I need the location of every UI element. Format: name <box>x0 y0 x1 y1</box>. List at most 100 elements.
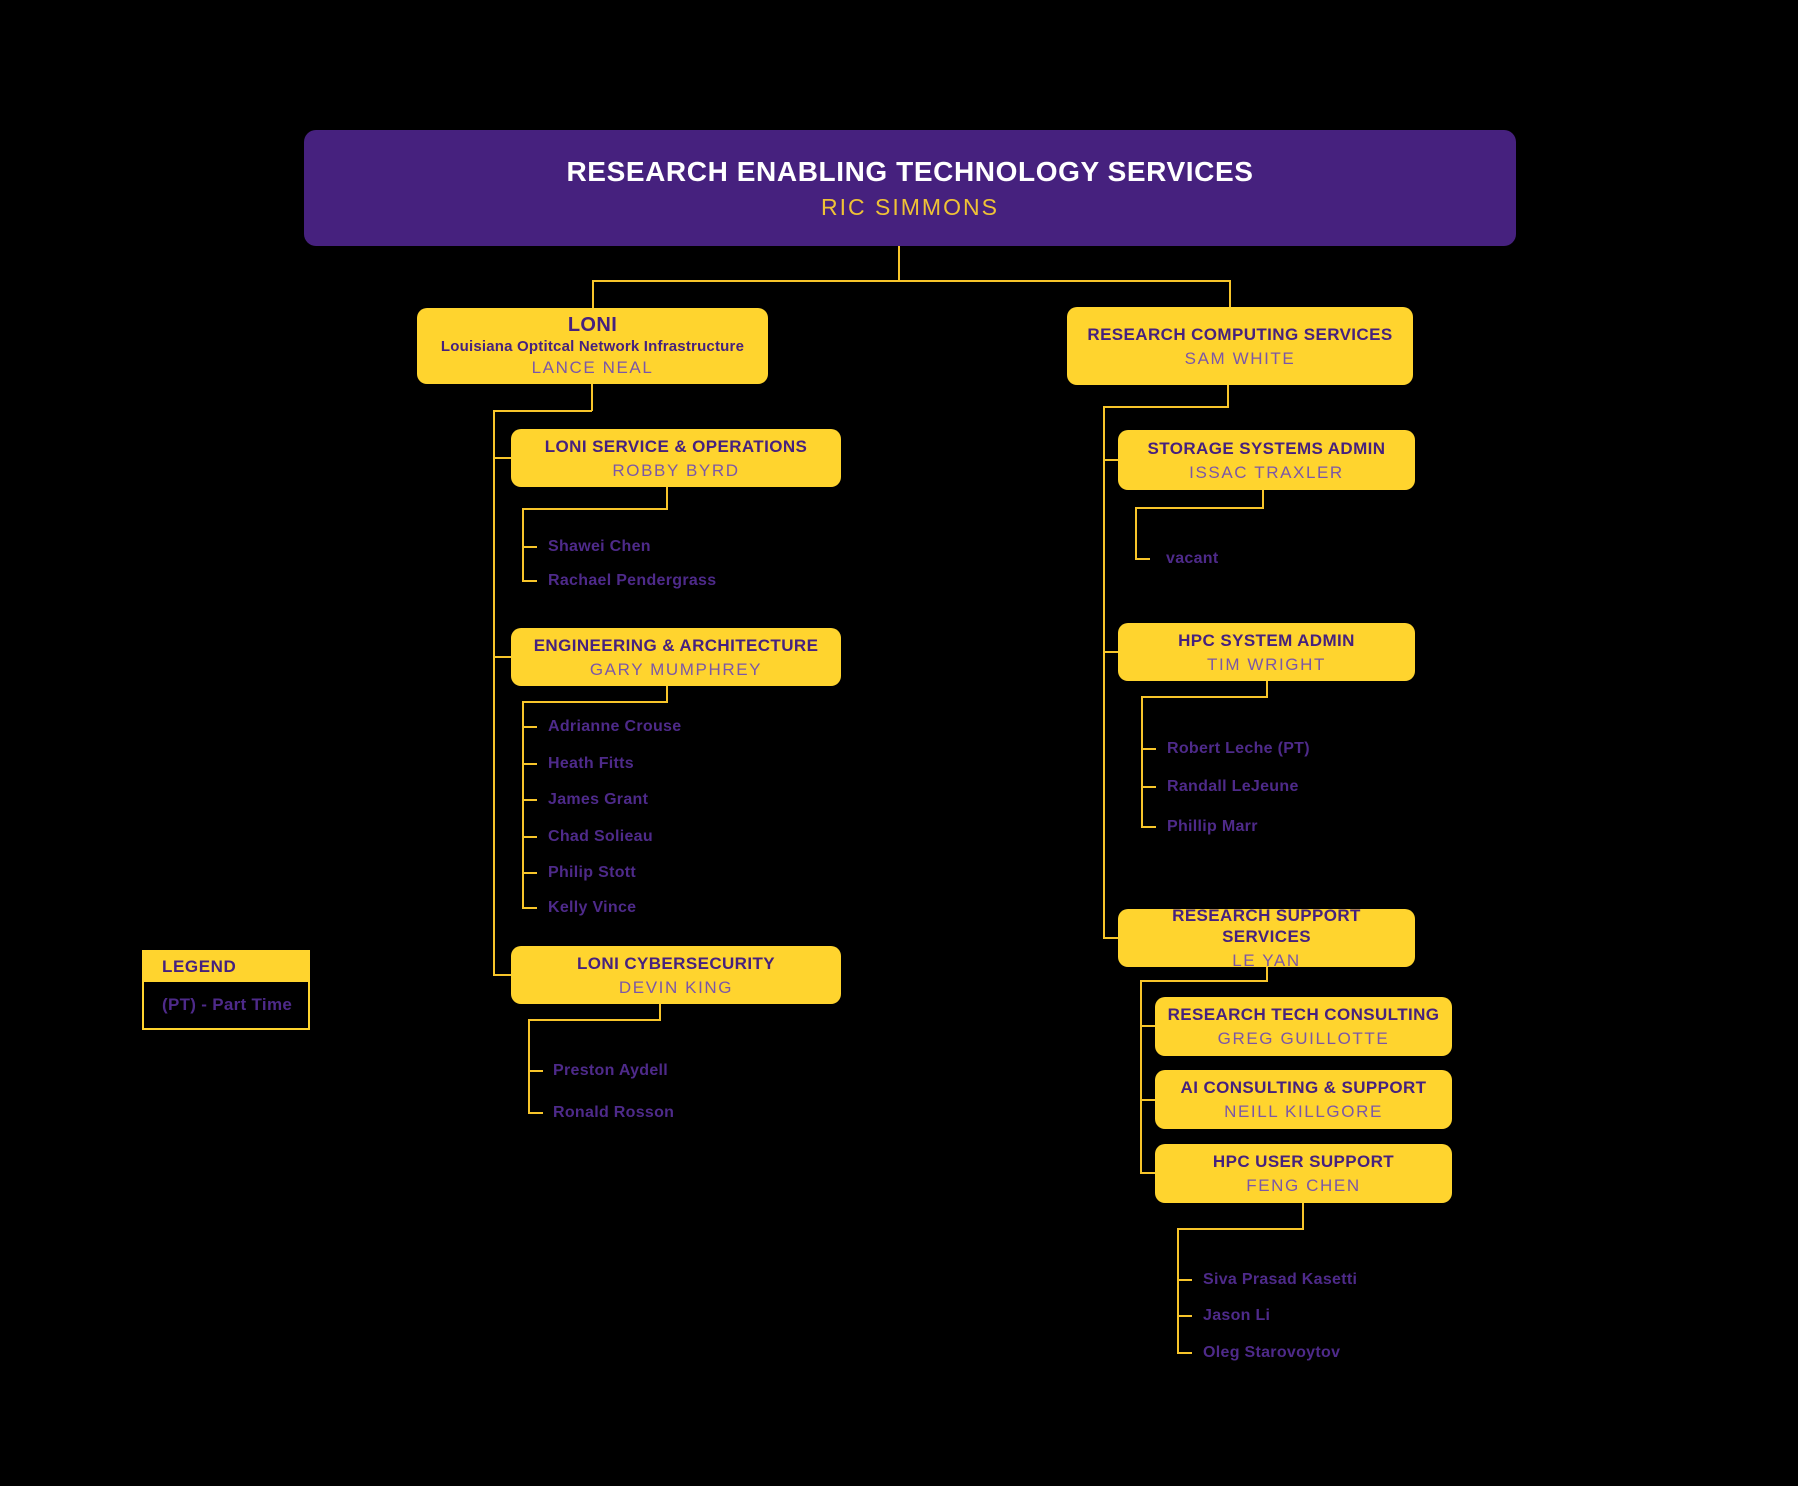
connector-line <box>1177 1352 1192 1354</box>
member-name: Preston Aydell <box>553 1062 669 1079</box>
connector-line <box>528 1019 530 1114</box>
dept-lead: NEILL KILLGORE <box>1224 1102 1383 1121</box>
connector-line <box>528 1070 543 1072</box>
connector-line <box>1177 1279 1192 1281</box>
connector-line <box>1103 937 1119 939</box>
connector-line <box>898 246 900 282</box>
dept-lead: ROBBY BYRD <box>612 460 740 480</box>
dept-title: RESEARCH TECH CONSULTING <box>1167 1005 1440 1024</box>
connector-line <box>522 508 524 582</box>
connector-line <box>1141 826 1156 828</box>
connector-line <box>1141 748 1156 750</box>
node-eng-arch: ENGINEERING & ARCHITECTURE GARY MUMPHREY <box>511 628 841 686</box>
member-name: Jason Li <box>1203 1307 1271 1324</box>
dept-lead: TIM WRIGHT <box>1207 654 1326 674</box>
dept-lead: FENG CHEN <box>1246 1176 1361 1195</box>
root-title: RESEARCH ENABLING TECHNOLOGY SERVICES <box>566 156 1254 187</box>
dept-title: RESEARCH SUPPORT SERVICES <box>1172 906 1361 946</box>
connector-line <box>1103 406 1105 938</box>
node-hpc-system-admin: HPC SYSTEM ADMIN TIM WRIGHT <box>1118 623 1415 681</box>
dept-title: AI CONSULTING & SUPPORT <box>1180 1078 1427 1097</box>
node-storage-admin: STORAGE SYSTEMS ADMIN ISSAC TRAXLER <box>1118 430 1415 490</box>
connector-line <box>1103 651 1119 653</box>
node-research-computing: RESEARCH COMPUTING SERVICES SAM WHITE <box>1067 307 1413 385</box>
node-loni-service-ops: LONI SERVICE & OPERATIONS ROBBY BYRD <box>511 429 841 487</box>
legend-entry: (PT) - Part Time <box>162 995 293 1014</box>
connector-line <box>1140 980 1142 1174</box>
connector-line <box>493 974 511 976</box>
connector-line <box>493 457 511 459</box>
connector-line <box>666 686 668 703</box>
connector-line <box>1140 1172 1156 1174</box>
connector-line <box>1103 406 1229 408</box>
connector-line <box>1177 1315 1192 1317</box>
connector-line <box>522 580 537 582</box>
member-name: Heath Fitts <box>548 755 634 772</box>
connector-line <box>1141 696 1268 698</box>
connector-line <box>522 907 537 909</box>
connector-line <box>493 410 592 412</box>
connector-line <box>1266 681 1268 698</box>
member-name: Adrianne Crouse <box>548 718 682 735</box>
dept-lead: GARY MUMPHREY <box>589 659 763 679</box>
connector-line <box>659 1004 661 1020</box>
connector-line <box>522 763 537 765</box>
connector-line <box>522 799 537 801</box>
connector-line <box>522 508 668 510</box>
dept-title: STORAGE SYSTEMS ADMIN <box>1147 438 1386 458</box>
connector-line <box>1140 1025 1156 1027</box>
connector-line <box>666 487 668 510</box>
dept-title: ENGINEERING & ARCHITECTURE <box>533 635 819 655</box>
connector-line <box>1140 980 1268 982</box>
connector-line <box>522 872 537 874</box>
member-name: Shawei Chen <box>548 538 651 555</box>
dept-lead: SAM WHITE <box>1184 348 1296 368</box>
connector-line <box>1141 786 1156 788</box>
connector-line <box>522 836 537 838</box>
connector-line <box>1229 280 1231 307</box>
member-name: James Grant <box>548 791 649 808</box>
legend-box: LEGEND (PT) - Part Time <box>142 950 310 1030</box>
connector-line <box>522 546 537 548</box>
connector-line <box>1177 1228 1304 1230</box>
connector-line <box>522 726 537 728</box>
node-root: RESEARCH ENABLING TECHNOLOGY SERVICES RI… <box>304 130 1516 246</box>
connector-line <box>493 656 511 658</box>
dept-title: HPC USER SUPPORT <box>1212 1152 1395 1171</box>
member-name: Oleg Starovoytov <box>1203 1344 1341 1361</box>
member-name: Siva Prasad Kasetti <box>1203 1271 1358 1288</box>
member-name: Rachael Pendergrass <box>548 572 717 589</box>
connector-line <box>493 410 495 976</box>
connector-line <box>591 384 593 411</box>
dept-lead: DEVIN KING <box>618 977 734 997</box>
connector-line <box>522 701 668 703</box>
dept-title: LONI SERVICE & OPERATIONS <box>544 436 808 456</box>
node-research-tech-consulting: RESEARCH TECH CONSULTING GREG GUILLOTTE <box>1155 997 1452 1056</box>
connector-line <box>592 280 1231 282</box>
member-name: Philip Stott <box>548 864 637 881</box>
connector-line <box>528 1019 661 1021</box>
connector-line <box>1227 385 1229 407</box>
connector-line <box>1266 967 1268 982</box>
connector-line <box>592 280 594 308</box>
connector-line <box>1140 1099 1156 1101</box>
legend-title: LEGEND <box>144 952 308 982</box>
member-name: Chad Solieau <box>548 828 653 845</box>
connector-line <box>1302 1203 1304 1230</box>
dept-title: LONI CYBERSECURITY <box>577 953 775 973</box>
node-hpc-user-support: HPC USER SUPPORT FENG CHEN <box>1155 1144 1452 1203</box>
dept-lead: LANCE NEAL <box>531 358 654 377</box>
dept-title: LONI <box>567 314 618 336</box>
member-name: Robert Leche (PT) <box>1167 740 1310 757</box>
connector-line <box>1103 459 1119 461</box>
member-name: Randall LeJeune <box>1167 778 1299 795</box>
member-name: Phillip Marr <box>1167 818 1258 835</box>
node-research-support: RESEARCH SUPPORT SERVICES LE YAN <box>1118 906 1415 970</box>
connector-line <box>1141 696 1143 828</box>
dept-lead: ISSAC TRAXLER <box>1189 462 1344 482</box>
dept-lead: LE YAN <box>1232 951 1301 970</box>
connector-line <box>1177 1228 1179 1354</box>
connector-line <box>528 1112 543 1114</box>
connector-line <box>1135 558 1150 560</box>
